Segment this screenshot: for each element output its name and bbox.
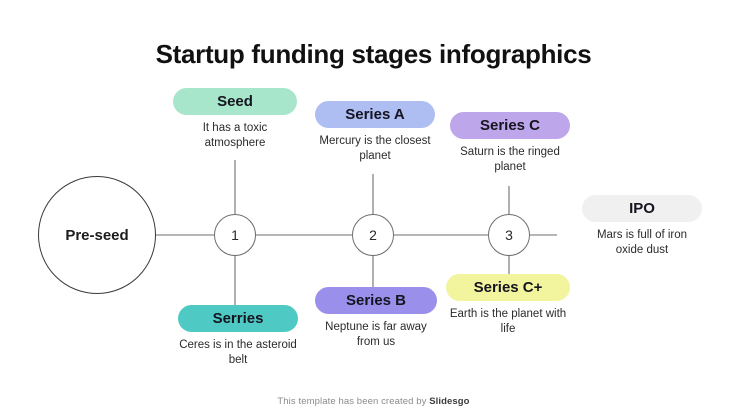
stage-ipo-pill[interactable]: IPO	[582, 195, 702, 222]
timeline-node-1-number: 1	[231, 227, 239, 243]
page-title: Startup funding stages infographics	[155, 39, 592, 69]
stage-seed-pill[interactable]: Seed	[173, 88, 297, 115]
stage-series-a-description: Mercury is the closest planet	[319, 135, 431, 162]
stage-series-c-pill[interactable]: Series C	[450, 112, 570, 139]
timeline-node-2-number: 2	[369, 227, 377, 243]
stage-block-series-c-plus: Series C+ Earth is the planet with life	[446, 274, 570, 337]
stage-block-series-b: Series B Neptune is far away from us	[315, 287, 437, 350]
stage-block-series-a: Series A Mercury is the closest planet	[315, 101, 435, 164]
footer-credit-text: This template has been created by	[277, 396, 430, 407]
stage-ipo-description: Mars is full of iron oxide dust	[596, 229, 688, 256]
stage-block-ipo: IPO Mars is full of iron oxide dust	[582, 195, 702, 258]
stage-serries-description: Ceres is in the asteroid belt	[179, 339, 297, 366]
stage-series-b-description: Neptune is far away from us	[325, 321, 427, 348]
stage-preseed[interactable]: Pre-seed	[38, 176, 156, 294]
timeline-node-3[interactable]: 3	[488, 214, 530, 256]
stage-block-serries: Serries Ceres is in the asteroid belt	[178, 305, 298, 368]
stage-series-c-plus-description: Earth is the planet with life	[449, 308, 567, 335]
timeline-node-3-number: 3	[505, 227, 513, 243]
footer-credit: This template has been created by Slides…	[0, 396, 747, 407]
stage-preseed-label: Pre-seed	[65, 226, 129, 244]
stage-block-series-c: Series C Saturn is the ringed planet	[450, 112, 570, 175]
footer-brand: Slidesgo	[429, 396, 470, 407]
stage-series-a-pill[interactable]: Series A	[315, 101, 435, 128]
stage-series-c-plus-pill[interactable]: Series C+	[446, 274, 570, 301]
stage-serries-pill[interactable]: Serries	[178, 305, 298, 332]
timeline-node-1[interactable]: 1	[214, 214, 256, 256]
stage-block-seed: Seed It has a toxic atmosphere	[173, 88, 297, 151]
stage-seed-description: It has a toxic atmosphere	[202, 122, 268, 149]
stage-series-c-description: Saturn is the ringed planet	[460, 146, 560, 173]
stage-series-b-pill[interactable]: Series B	[315, 287, 437, 314]
timeline-node-2[interactable]: 2	[352, 214, 394, 256]
